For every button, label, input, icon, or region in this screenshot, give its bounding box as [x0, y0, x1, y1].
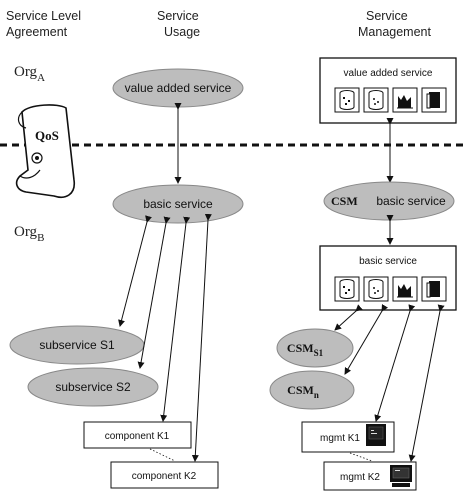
mgmt-link-basic-k1: [374, 304, 416, 422]
csm-basic-service-label: basic service: [376, 194, 446, 208]
csm-sn-label: CSMn: [287, 383, 319, 400]
usage-link-basic-k2: [191, 213, 212, 462]
qos-certificate-icon: QoS: [15, 104, 76, 198]
component-k2-label: component K2: [132, 471, 197, 482]
mgmt-k1-label: mgmt K1: [320, 433, 360, 444]
usage-link-basic-s2: [137, 216, 171, 369]
header-management-line1: Service: [366, 9, 408, 23]
header-management-line2: Management: [358, 25, 431, 39]
component-k2-box: [110, 461, 219, 489]
usage-link-basic-k1: [160, 216, 191, 422]
subservice-s2-label: subservice S2: [55, 380, 131, 394]
mgmt-link-basic-k2: [408, 304, 445, 462]
csm-sn-node: [269, 370, 355, 410]
mgmt-link-basic-csm-s1: [334, 304, 363, 331]
csm-s1-label: CSMS1: [287, 341, 324, 358]
chart-icon: [392, 87, 418, 113]
component-dots: [149, 448, 176, 462]
mgmt-basic-service-icons: [334, 276, 447, 302]
csm-label: CSM: [331, 194, 358, 208]
value-added-service-label: value added service: [125, 81, 232, 95]
mgmt-basic-service-label: basic service: [359, 256, 417, 267]
org-b-label: OrgB: [14, 224, 44, 244]
database-icon: [334, 276, 360, 302]
mgmt-value-added-icons: [334, 87, 447, 113]
component-k1-label: component K1: [105, 431, 170, 442]
basic-service-label: basic service: [143, 197, 213, 211]
database-icon: [363, 276, 389, 302]
subservice-s1-label: subservice S1: [39, 338, 115, 352]
header-sla-line1: Service Level: [6, 9, 81, 23]
header-sla-line2: Agreement: [6, 25, 68, 39]
database-icon: [334, 87, 360, 113]
org-a-label: OrgA: [14, 64, 45, 84]
monitor-icon: [390, 465, 412, 487]
document-icon: [421, 87, 447, 113]
mgmt-k2-label: mgmt K2: [340, 472, 380, 483]
subservice-s2-node: [27, 367, 159, 407]
document-icon: [421, 276, 447, 302]
header-usage-line2: Usage: [164, 25, 200, 39]
chart-icon: [392, 276, 418, 302]
qos-label: QoS: [35, 128, 59, 143]
mgmt-dots: [349, 452, 373, 462]
database-icon: [363, 87, 389, 113]
usage-link-basic-s1: [118, 215, 152, 327]
terminal-icon: [366, 424, 386, 446]
component-k1-box: [83, 421, 192, 449]
mgmt-value-added-label: value added service: [344, 68, 433, 79]
header-usage-line1: Service: [157, 9, 199, 23]
